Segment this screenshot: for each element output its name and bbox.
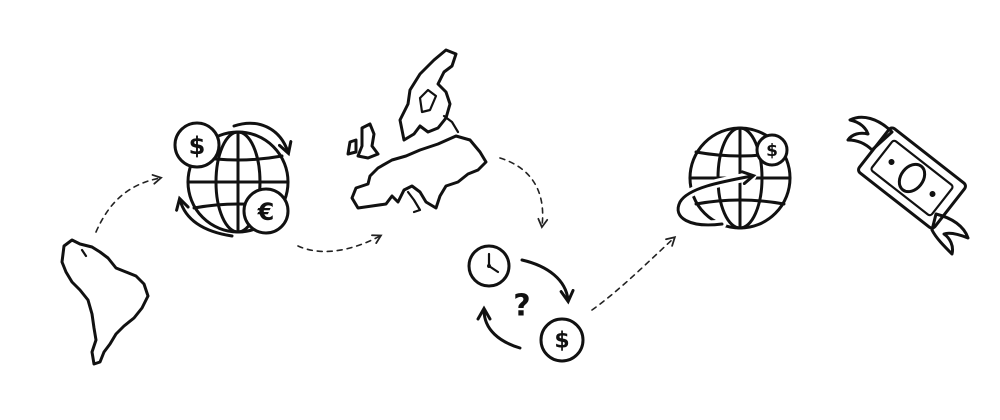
- question-mark-icon: ?: [513, 289, 530, 324]
- south-america-map-icon: [60, 238, 150, 366]
- connector-arrow-2: [297, 234, 383, 253]
- dollar-coin-icon: $: [554, 329, 569, 354]
- connector-arrow-1: [95, 174, 163, 233]
- currency-exchange-globe-icon: $ €: [173, 121, 293, 238]
- euro-coin-icon: €: [257, 198, 275, 226]
- connector-arrow-4: [591, 236, 677, 311]
- dollar-coin-icon: $: [189, 132, 206, 160]
- flying-money-icon: [846, 115, 970, 256]
- global-finance-growth-icon: $: [673, 126, 792, 230]
- dollar-coin-icon: $: [766, 141, 778, 161]
- europe-map-icon: [346, 48, 488, 214]
- time-money-cycle-icon: ? $: [467, 244, 585, 363]
- connector-arrow-3: [499, 157, 549, 229]
- clock-icon: [467, 244, 511, 288]
